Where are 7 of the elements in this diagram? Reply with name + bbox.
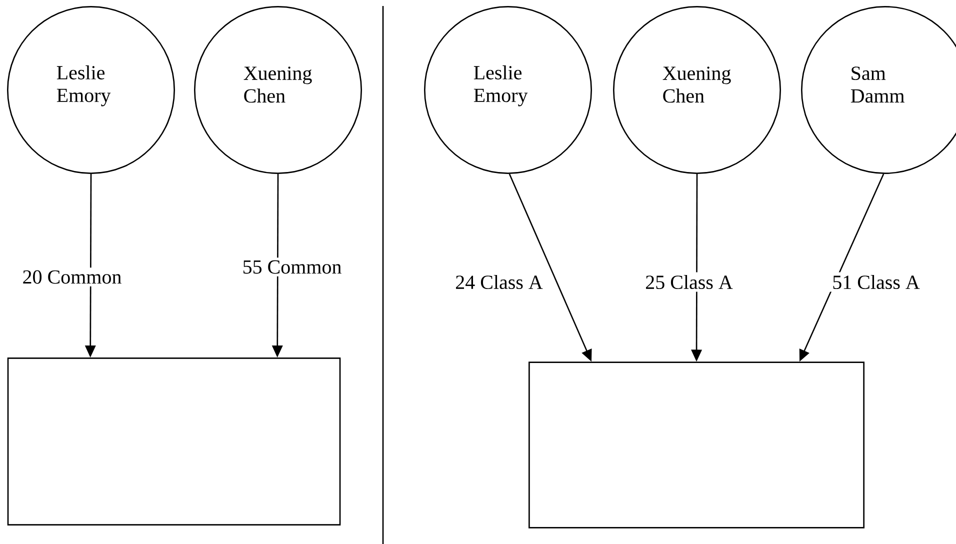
edge-label: 51 Class A [829,272,923,292]
edge-label: 25 Class A [642,272,736,292]
edge-label: 20 Common [20,268,124,286]
company-box [7,358,341,526]
edge-label: 24 Class A [452,272,546,292]
company-box [528,362,864,528]
edge-label: 55 Common [240,258,344,276]
